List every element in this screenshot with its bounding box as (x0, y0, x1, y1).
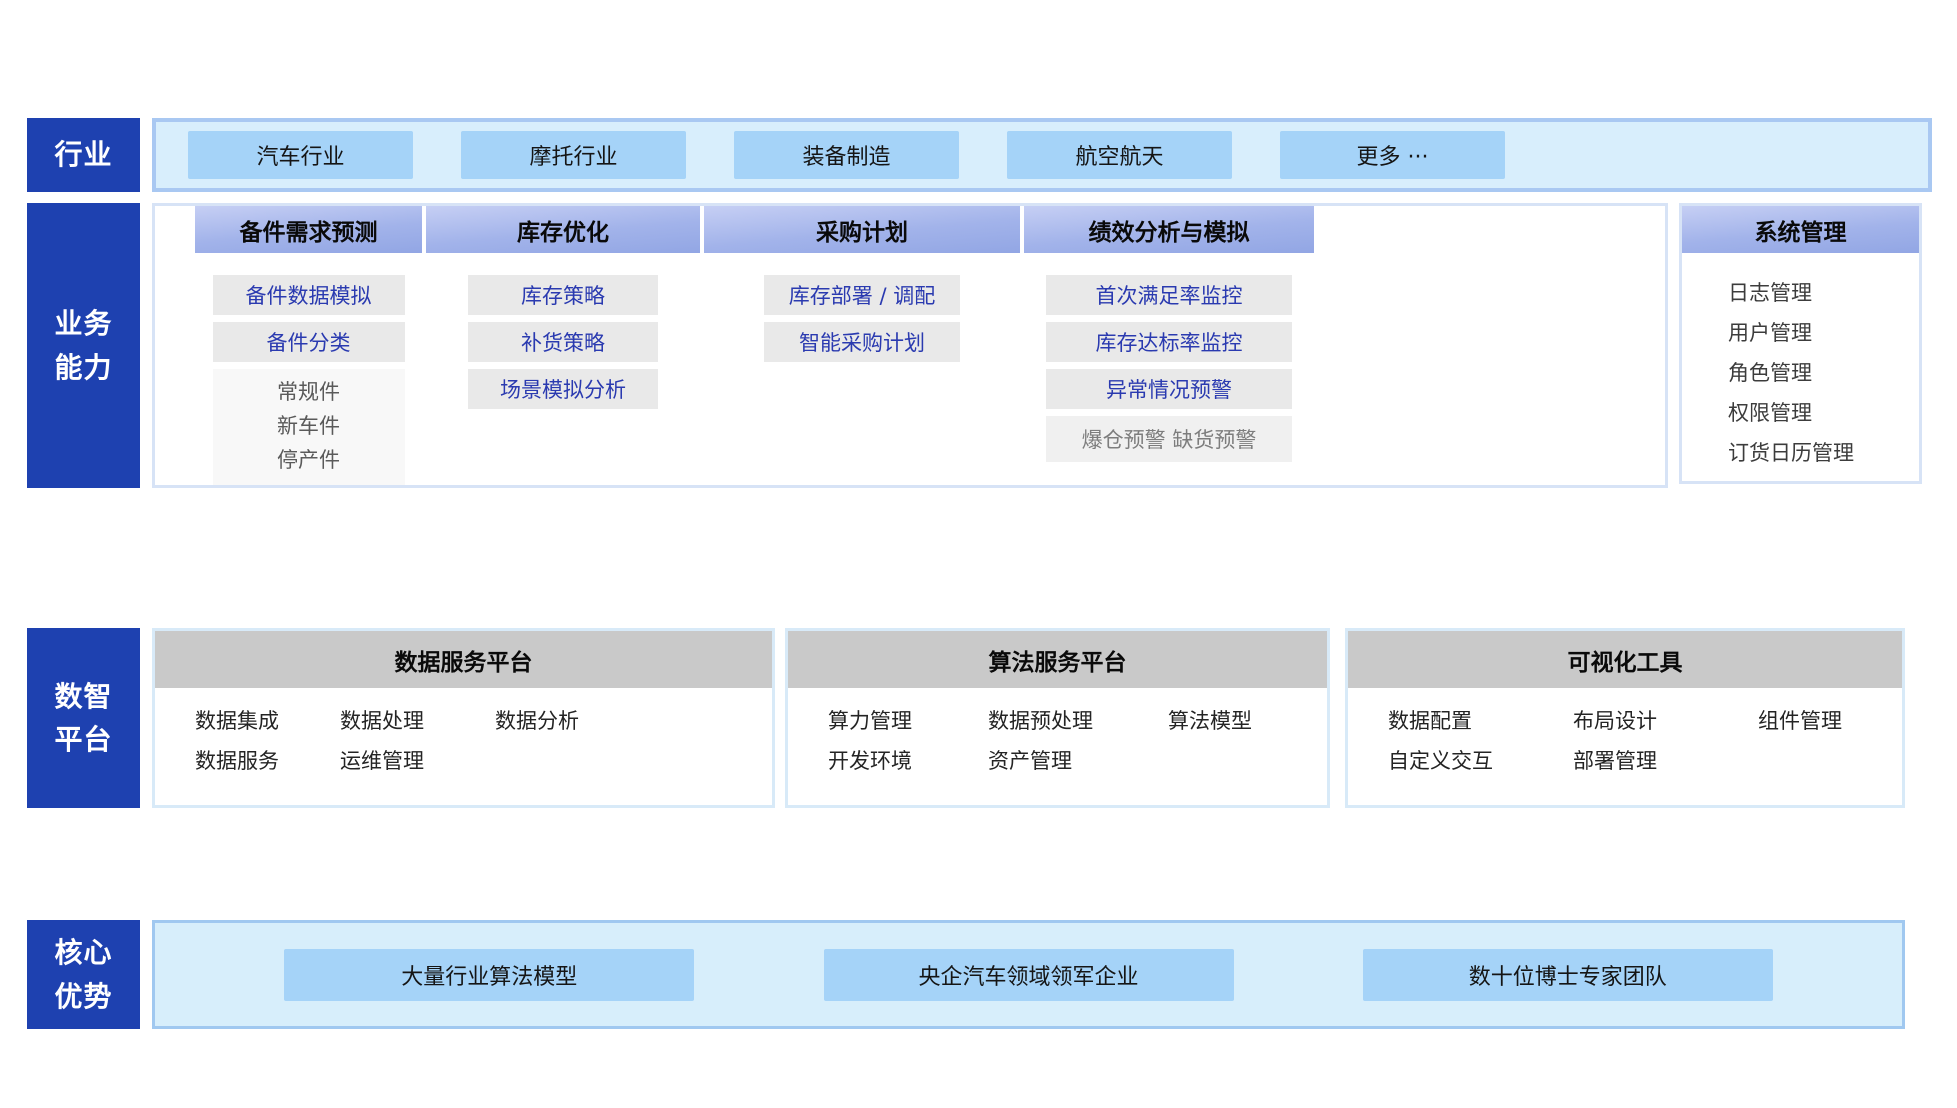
capability-item-inventory-strategy: 库存策略 (468, 275, 658, 315)
industry-row-label-text: 行业 (54, 138, 113, 172)
advantage-label-line2: 优势 (54, 979, 113, 1013)
platform-item-data-service: 数据服务 (195, 749, 279, 773)
platform-item-data-processing: 数据处理 (340, 709, 424, 733)
platform-item-data-analysis: 数据分析 (495, 709, 579, 733)
industry-pill-more: 更多 ··· (1280, 131, 1505, 179)
capability-label-line1: 业务 (54, 307, 113, 341)
industry-pill-aerospace: 航空航天 (1007, 131, 1232, 179)
platform-item-data-preprocessing: 数据预处理 (988, 709, 1093, 733)
system-item-order-calendar: 订货日历管理 (1728, 441, 1854, 465)
algorithm-service-platform-items: 算力管理 数据预处理 算法模型 开发环境 资产管理 (788, 688, 1327, 778)
advantage-pill-algorithm-models: 大量行业算法模型 (284, 948, 695, 1001)
advantage-pill-leading-enterprise: 央企汽车领域领军企业 (823, 948, 1234, 1001)
industry-pill-auto: 汽车行业 (188, 131, 413, 179)
column-header-procurement-plan: 采购计划 (704, 206, 1020, 253)
system-item-role: 角色管理 (1728, 361, 1812, 385)
visualization-tools-card: 可视化工具 数据配置 布局设计 组件管理 自定义交互 部署管理 (1345, 628, 1905, 808)
platform-item-ops-management: 运维管理 (340, 749, 424, 773)
platform-row-label: 数智 平台 (27, 628, 140, 808)
column-header-inventory-optimization: 库存优化 (426, 206, 700, 253)
capability-item-data-simulation: 备件数据模拟 (212, 275, 405, 315)
platform-item-custom-interaction: 自定义交互 (1388, 749, 1493, 773)
capability-panel: 备件需求预测 备件数据模拟 备件分类 常规件 新车件 停产件 库存优化 库存策略… (152, 203, 1668, 488)
system-item-permission: 权限管理 (1728, 401, 1812, 425)
capability-label-line2: 能力 (54, 350, 113, 384)
capability-column-demand-forecast: 备件需求预测 备件数据模拟 备件分类 常规件 新车件 停产件 (195, 206, 422, 485)
system-management-card: 系统管理 日志管理 用户管理 角色管理 权限管理 订货日历管理 (1679, 203, 1922, 484)
algorithm-service-platform-card: 算法服务平台 算力管理 数据预处理 算法模型 开发环境 资产管理 (785, 628, 1330, 808)
advantage-label-line1: 核心 (54, 936, 113, 970)
industry-panel: 汽车行业 摩托行业 装备制造 航空航天 更多 ··· (152, 118, 1932, 192)
capability-column-procurement-plan: 采购计划 库存部署 / 调配 智能采购计划 (704, 206, 1020, 485)
capability-item-replenishment-strategy: 补货策略 (468, 322, 658, 362)
platform-item-deployment-management: 部署管理 (1573, 749, 1657, 773)
platform-item-asset-management: 资产管理 (988, 749, 1072, 773)
advantage-pill-phd-team: 数十位博士专家团队 (1362, 948, 1773, 1001)
parts-category-new: 新车件 (277, 414, 340, 438)
platform-item-component-management: 组件管理 (1758, 709, 1842, 733)
capability-row: 业务 能力 备件需求预测 备件数据模拟 备件分类 常规件 新车件 停产件 库存优… (27, 203, 1922, 488)
capability-item-scenario-simulation: 场景模拟分析 (468, 369, 658, 409)
system-item-user: 用户管理 (1728, 321, 1812, 345)
parts-category-list: 常规件 新车件 停产件 (212, 369, 405, 485)
industry-pill-equipment: 装备制造 (734, 131, 959, 179)
advantage-row: 核心 优势 大量行业算法模型 央企汽车领域领军企业 数十位博士专家团队 (27, 920, 1905, 1029)
algorithm-service-platform-header: 算法服务平台 (788, 631, 1327, 688)
column-body: 备件数据模拟 备件分类 常规件 新车件 停产件 (195, 253, 422, 485)
capability-item-parts-classification: 备件分类 (212, 322, 405, 362)
parts-category-regular: 常规件 (277, 380, 340, 404)
platform-label-line2: 平台 (54, 723, 113, 756)
column-body: 库存策略 补货策略 场景模拟分析 (426, 253, 700, 416)
data-service-platform-header: 数据服务平台 (155, 631, 772, 688)
platform-item-data-integration: 数据集成 (195, 709, 279, 733)
capability-column-inventory-optimization: 库存优化 库存策略 补货策略 场景模拟分析 (426, 206, 700, 485)
capability-item-overflow-shortage-alert: 爆仓预警 缺货预警 (1046, 416, 1292, 462)
column-header-performance-analysis: 绩效分析与模拟 (1024, 206, 1314, 253)
advantage-panel: 大量行业算法模型 央企汽车领域领军企业 数十位博士专家团队 (152, 920, 1905, 1029)
system-management-header: 系统管理 (1682, 206, 1919, 253)
capability-item-inventory-compliance: 库存达标率监控 (1046, 322, 1292, 362)
industry-row: 行业 汽车行业 摩托行业 装备制造 航空航天 更多 ··· (27, 118, 1932, 192)
visualization-tools-header: 可视化工具 (1348, 631, 1902, 688)
system-management-items: 日志管理 用户管理 角色管理 权限管理 订货日历管理 (1682, 253, 1919, 473)
industry-pill-motorcycle: 摩托行业 (461, 131, 686, 179)
capability-row-label: 业务 能力 (27, 203, 140, 488)
parts-category-discontinued: 停产件 (277, 448, 340, 472)
platform-item-dev-environment: 开发环境 (828, 749, 912, 773)
industry-row-label: 行业 (27, 118, 140, 192)
capability-column-performance-analysis: 绩效分析与模拟 首次满足率监控 库存达标率监控 异常情况预警 爆仓预警 缺货预警 (1024, 206, 1314, 485)
platform-item-layout-design: 布局设计 (1573, 709, 1657, 733)
data-service-platform-card: 数据服务平台 数据集成 数据处理 数据分析 数据服务 运维管理 (152, 628, 775, 808)
platform-item-algorithm-model: 算法模型 (1168, 709, 1252, 733)
advantage-row-label: 核心 优势 (27, 920, 140, 1029)
capability-item-anomaly-alert: 异常情况预警 (1046, 369, 1292, 409)
capability-item-first-fill-rate: 首次满足率监控 (1046, 275, 1292, 315)
column-header-demand-forecast: 备件需求预测 (195, 206, 422, 253)
visualization-tools-items: 数据配置 布局设计 组件管理 自定义交互 部署管理 (1348, 688, 1902, 778)
platform-row: 数智 平台 数据服务平台 数据集成 数据处理 数据分析 数据服务 运维管理 算法… (27, 628, 1905, 808)
data-service-platform-items: 数据集成 数据处理 数据分析 数据服务 运维管理 (155, 688, 772, 778)
platform-item-data-config: 数据配置 (1388, 709, 1472, 733)
capability-item-smart-procurement: 智能采购计划 (764, 322, 960, 362)
platform-label-line1: 数智 (54, 679, 113, 713)
column-body: 首次满足率监控 库存达标率监控 异常情况预警 爆仓预警 缺货预警 (1024, 253, 1314, 469)
platform-item-compute-management: 算力管理 (828, 709, 912, 733)
capability-item-inventory-deployment: 库存部署 / 调配 (764, 275, 960, 315)
column-body: 库存部署 / 调配 智能采购计划 (704, 253, 1020, 369)
system-item-log: 日志管理 (1728, 281, 1812, 305)
